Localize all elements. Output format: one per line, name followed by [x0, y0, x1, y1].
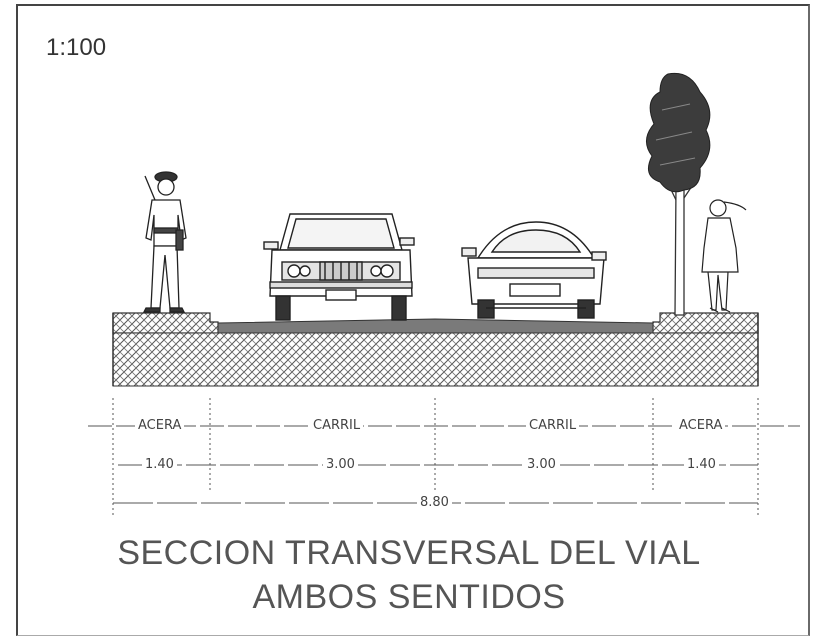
car-front-view — [263, 213, 415, 321]
carril-right-label: CARRIL — [526, 418, 580, 433]
title-line-1: SECCION TRANSVERSAL DEL VIAL — [117, 534, 701, 572]
acera-right-dimension: 1.40 — [684, 457, 719, 472]
scale-label: 1:100 — [46, 34, 107, 61]
road-pavement — [217, 318, 654, 334]
woman-figure — [701, 199, 747, 313]
subgrade — [112, 332, 759, 387]
total-width-dimension: 8.80 — [417, 495, 452, 510]
acera-left-dimension: 1.40 — [142, 457, 177, 472]
drawing-frame — [16, 4, 810, 636]
acera-left-label: ACERA — [135, 418, 185, 433]
title-line-2: AMBOS SENTIDOS — [252, 578, 566, 616]
right-sidewalk — [652, 312, 759, 334]
left-sidewalk — [112, 312, 219, 334]
car-rear-view — [461, 221, 607, 319]
police-officer-figure — [142, 171, 187, 313]
tree-figure — [646, 72, 711, 316]
carril-right-dimension: 3.00 — [524, 457, 559, 472]
carril-left-dimension: 3.00 — [323, 457, 358, 472]
carril-left-label: CARRIL — [310, 418, 364, 433]
acera-right-label: ACERA — [676, 418, 726, 433]
ground-section — [112, 312, 759, 387]
